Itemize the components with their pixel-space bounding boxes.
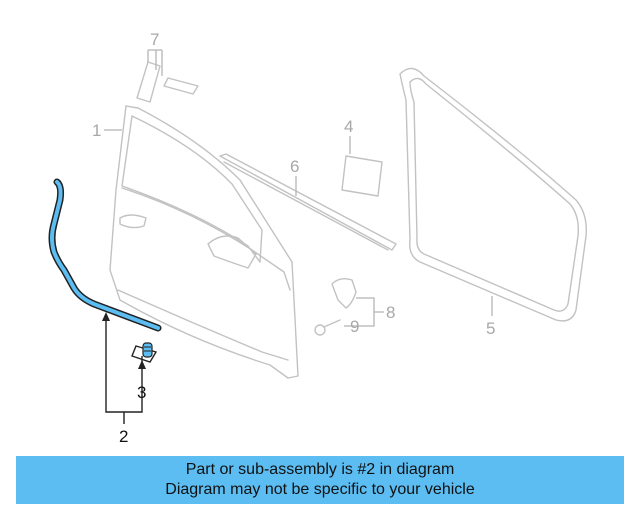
callout-4: 4 xyxy=(344,117,353,136)
part-1-front-door xyxy=(109,105,299,379)
part-3-clip xyxy=(131,342,158,363)
part-6-belt-molding xyxy=(219,153,397,251)
leader-lines-active xyxy=(102,312,146,424)
part-2-weatherstrip-highlighted xyxy=(48,178,162,332)
banner-line-2: Diagram may not be specific to your vehi… xyxy=(165,481,475,498)
callout-1: 1 xyxy=(92,121,101,140)
part-8-fastener xyxy=(331,277,357,309)
callout-6: 6 xyxy=(290,157,299,176)
callout-7: 7 xyxy=(150,30,159,49)
callout-2: 2 xyxy=(119,427,128,446)
part-7-pillar-trim xyxy=(136,61,199,103)
leader-lines-ghost xyxy=(104,49,493,327)
part-5-weatherstrip xyxy=(399,67,587,322)
callout-5: 5 xyxy=(486,319,495,338)
callout-8: 8 xyxy=(386,303,395,322)
info-banner: Part or sub-assembly is #2 in diagram Di… xyxy=(16,456,624,504)
part-4-pad xyxy=(341,155,383,197)
callout-3: 3 xyxy=(137,383,146,402)
banner-line-1: Part or sub-assembly is #2 in diagram xyxy=(185,461,455,478)
callout-9: 9 xyxy=(350,317,359,336)
part-9-bolt xyxy=(314,319,341,336)
